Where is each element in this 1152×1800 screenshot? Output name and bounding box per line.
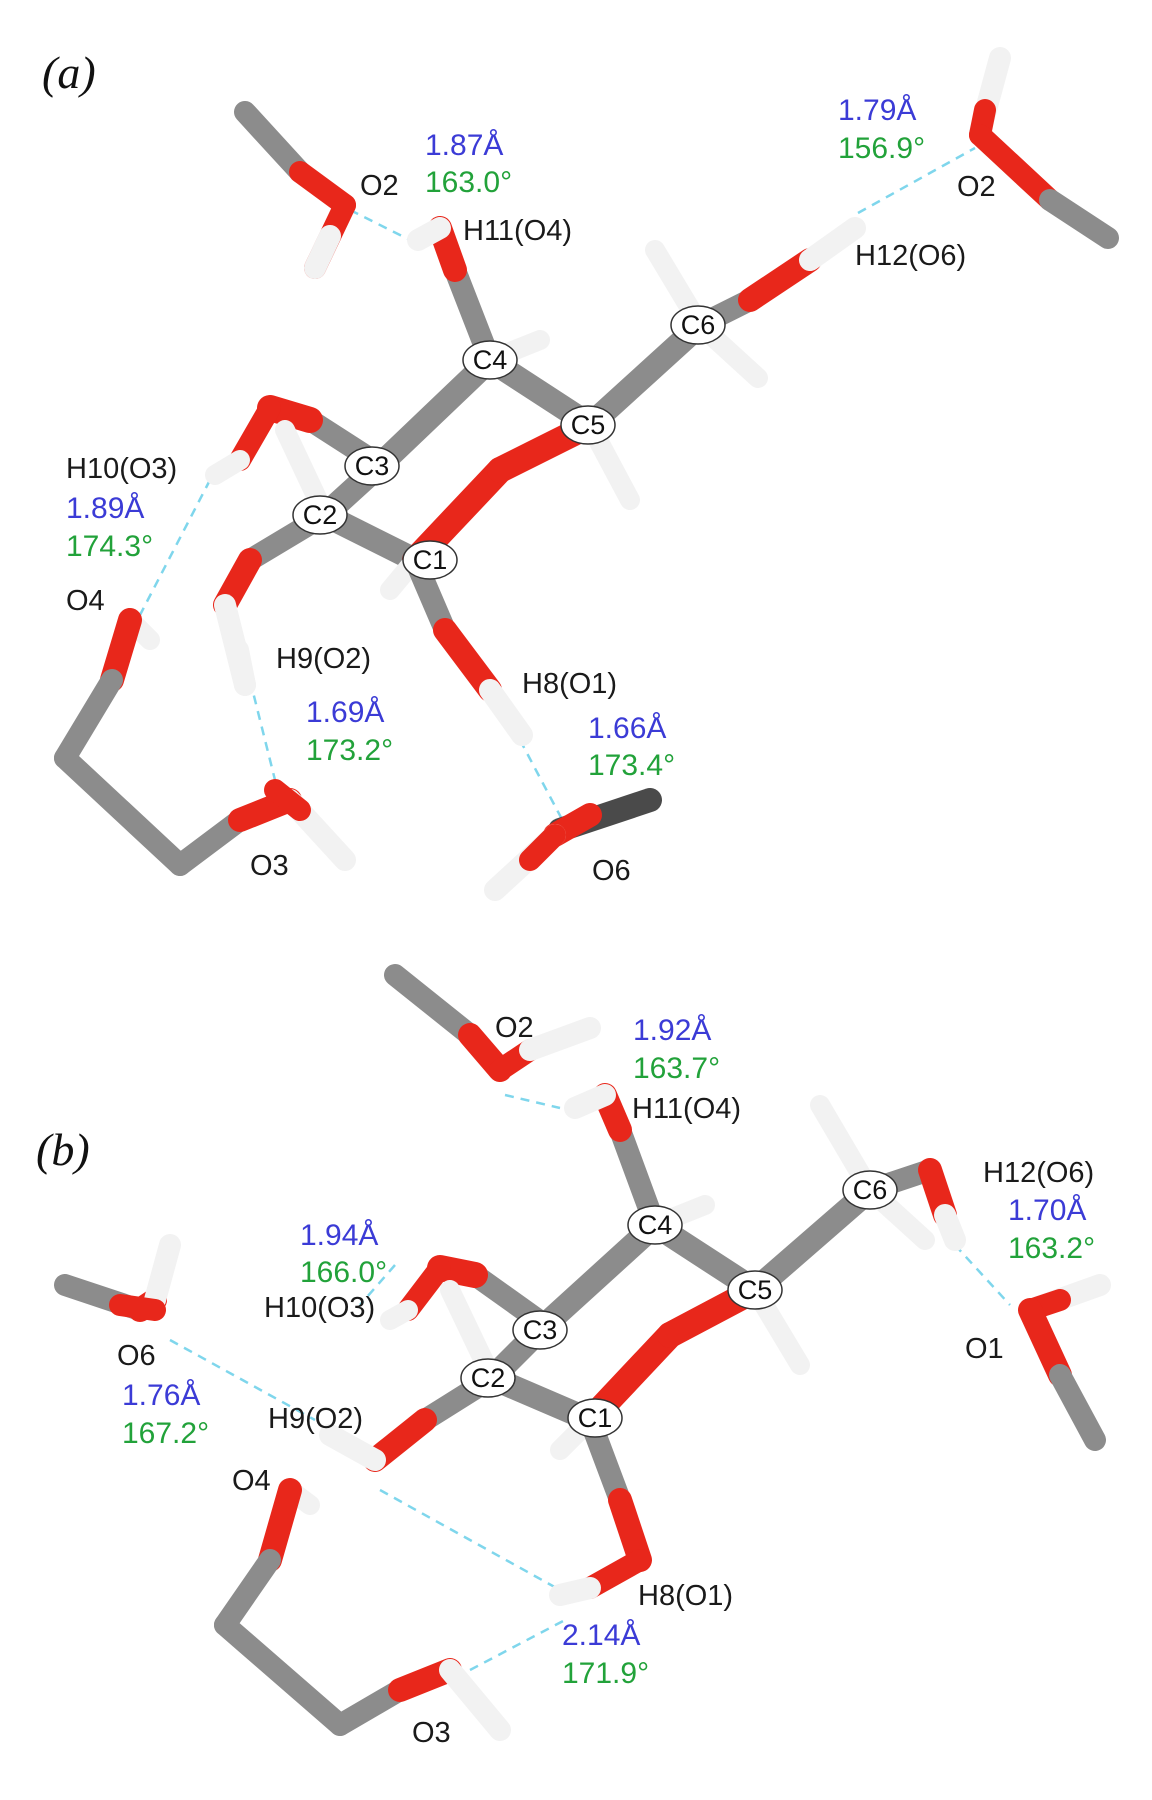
panel-b-label: (b): [36, 1124, 90, 1175]
svg-text:C2: C2: [303, 500, 338, 530]
panel-a-carbon-labels: C1 C2 C3 C4 C5 C6: [292, 305, 726, 580]
h9-distance: 1.76Å: [122, 1379, 200, 1412]
panel-a-label: (a): [42, 47, 96, 98]
svg-text:C6: C6: [681, 310, 716, 340]
h12-donor-label: H12(O6): [855, 240, 966, 272]
panel-b-bonds: [54, 964, 1111, 1741]
carbon-c4: C4: [462, 340, 518, 380]
h11-angle: 163.7°: [633, 1052, 720, 1085]
h12-donor-label: H12(O6): [983, 1157, 1094, 1189]
svg-text:C5: C5: [738, 1275, 773, 1305]
h12-distance: 1.79Å: [838, 94, 916, 127]
svg-text:C5: C5: [571, 410, 606, 440]
h9-distance: 1.69Å: [306, 696, 384, 729]
svg-text:C6: C6: [853, 1175, 888, 1205]
h12-acceptor-label: O1: [965, 1333, 1004, 1365]
hbond-line-h11: [349, 208, 411, 242]
h12-distance: 1.70Å: [1008, 1194, 1086, 1227]
h10-distance: 1.89Å: [66, 492, 144, 525]
hbond-line-h10: [359, 1264, 396, 1306]
h8-distance: 1.66Å: [588, 712, 666, 745]
h11-donor-label: H11(O4): [632, 1093, 741, 1125]
svg-text:C3: C3: [355, 451, 390, 481]
h8-angle: 173.4°: [588, 749, 675, 782]
h11-donor-label: H11(O4): [463, 215, 572, 247]
h12-angle: 156.9°: [838, 132, 925, 165]
h10-acceptor-label: O4: [66, 585, 105, 617]
hbond-line-h12: [954, 1244, 1011, 1306]
h11-acceptor-label: O2: [360, 170, 399, 202]
h9-angle: 167.2°: [122, 1417, 209, 1450]
carbon-c6: C6: [842, 1170, 898, 1210]
h12-acceptor-label: O2: [957, 171, 996, 203]
carbon-c5: C5: [727, 1270, 783, 1310]
hbond-line-o4-h8: [379, 1488, 561, 1592]
h8-acceptor-label: O6: [592, 855, 631, 887]
h9-donor-label: H9(O2): [268, 1403, 363, 1435]
h9-acceptor-label: O3: [250, 850, 289, 882]
carbon-c2: C2: [292, 495, 348, 535]
o4-label: O4: [232, 1465, 271, 1497]
carbon-c3: C3: [512, 1310, 568, 1350]
h9-donor-label: H9(O2): [276, 643, 371, 675]
carbon-c2: C2: [460, 1358, 516, 1398]
hbond-line-h9: [169, 1338, 316, 1422]
hbond-line-h8: [518, 739, 567, 826]
panel-b: (b): [36, 964, 1111, 1749]
h11-distance: 1.92Å: [633, 1014, 711, 1047]
h9-acceptor-label: O6: [117, 1340, 156, 1372]
svg-text:C1: C1: [413, 545, 448, 575]
h11-angle: 163.0°: [425, 166, 512, 199]
hbond-line-h8: [469, 1618, 566, 1672]
panel-b-annotations: O2 1.92Å 163.7° H11(O4) H12(O6) 1.70Å 16…: [117, 1012, 1095, 1749]
hbond-line-h11: [504, 1093, 561, 1110]
h9-angle: 173.2°: [306, 734, 393, 767]
carbon-c4: C4: [627, 1205, 683, 1245]
carbon-c1: C1: [402, 540, 458, 580]
h8-donor-label: H8(O1): [522, 668, 617, 700]
hbond-line-h9: [248, 679, 277, 781]
svg-text:C4: C4: [638, 1210, 673, 1240]
h8-acceptor-label: O3: [412, 1717, 451, 1749]
h11-acceptor-label: O2: [495, 1012, 534, 1044]
svg-text:C1: C1: [578, 1403, 613, 1433]
h10-distance: 1.94Å: [300, 1219, 378, 1252]
h10-angle: 166.0°: [300, 1256, 387, 1289]
panel-b-carbon-labels: C1 C2 C3 C4 C5 C6: [460, 1170, 898, 1438]
h8-angle: 171.9°: [562, 1657, 649, 1690]
panel-a-annotations: 1.87Å 163.0° O2 H11(O4) 1.79Å 156.9° O2 …: [66, 94, 996, 887]
h10-angle: 174.3°: [66, 530, 153, 563]
h8-distance: 2.14Å: [562, 1619, 640, 1652]
h10-donor-label: H10(O3): [264, 1292, 375, 1324]
h12-angle: 163.2°: [1008, 1232, 1095, 1265]
h8-donor-label: H8(O1): [638, 1580, 733, 1612]
panel-a-hbond-lines: [138, 146, 976, 826]
svg-text:C3: C3: [523, 1315, 558, 1345]
h10-donor-label: H10(O3): [66, 453, 177, 485]
panel-a: (a): [42, 47, 1119, 901]
svg-text:C4: C4: [473, 345, 508, 375]
h11-distance: 1.87Å: [425, 129, 503, 162]
panel-a-bonds: [54, 47, 1119, 901]
panel-b-hbond-lines: [169, 1093, 1011, 1672]
carbon-c1: C1: [567, 1398, 623, 1438]
carbon-c3: C3: [344, 446, 400, 486]
carbon-c5: C5: [560, 405, 616, 445]
hbond-line-h12: [857, 146, 976, 215]
svg-text:C2: C2: [471, 1363, 506, 1393]
carbon-c6: C6: [670, 305, 726, 345]
